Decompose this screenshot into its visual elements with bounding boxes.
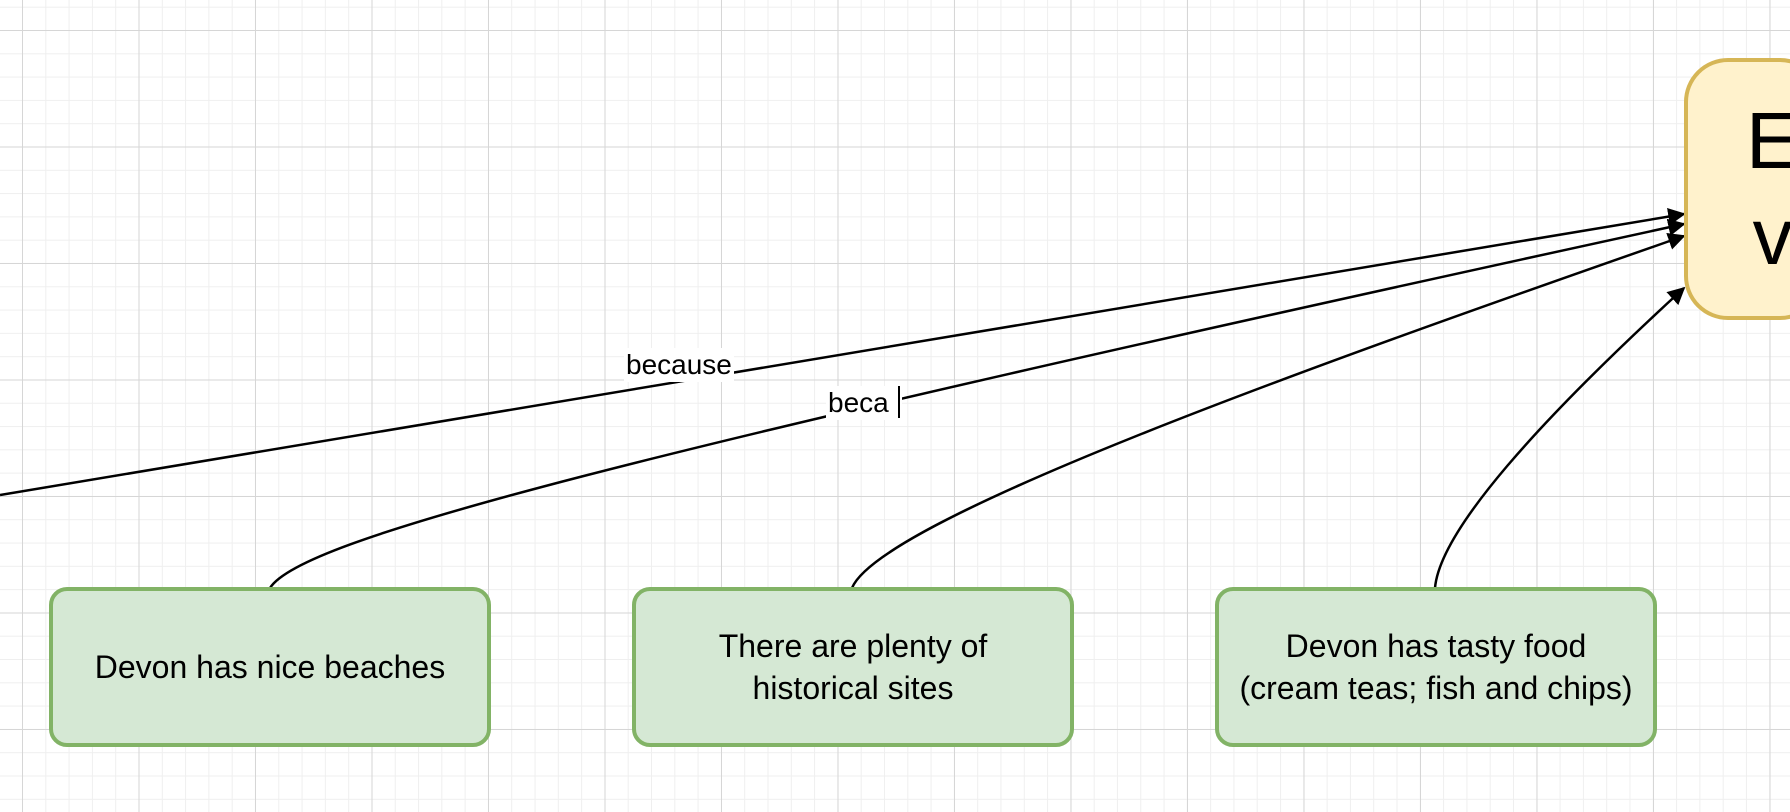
edge-historical-sites[interactable] [850,232,1686,589]
node-main-claim[interactable]: E v [1684,58,1790,320]
node-text: E v [1746,96,1790,281]
node-text: Devon has tasty food (cream teas; fish a… [1239,628,1633,706]
edge-label-text: because [626,349,732,380]
node-devon-nice-beaches[interactable]: Devon has nice beaches [49,587,491,747]
edge-label-editing[interactable]: beca [826,386,902,420]
edge-beaches[interactable] [268,218,1686,589]
node-historical-sites[interactable]: There are plenty of historical sites [632,587,1074,747]
edge-label-because[interactable]: because [624,348,734,382]
edge-because[interactable] [0,207,1686,497]
node-text: There are plenty of historical sites [718,628,988,706]
edge-tasty-food[interactable] [1433,286,1686,589]
edge-label-text: beca [828,387,889,418]
node-devon-tasty-food[interactable]: Devon has tasty food (cream teas; fish a… [1215,587,1657,747]
node-text: Devon has nice beaches [94,649,446,685]
